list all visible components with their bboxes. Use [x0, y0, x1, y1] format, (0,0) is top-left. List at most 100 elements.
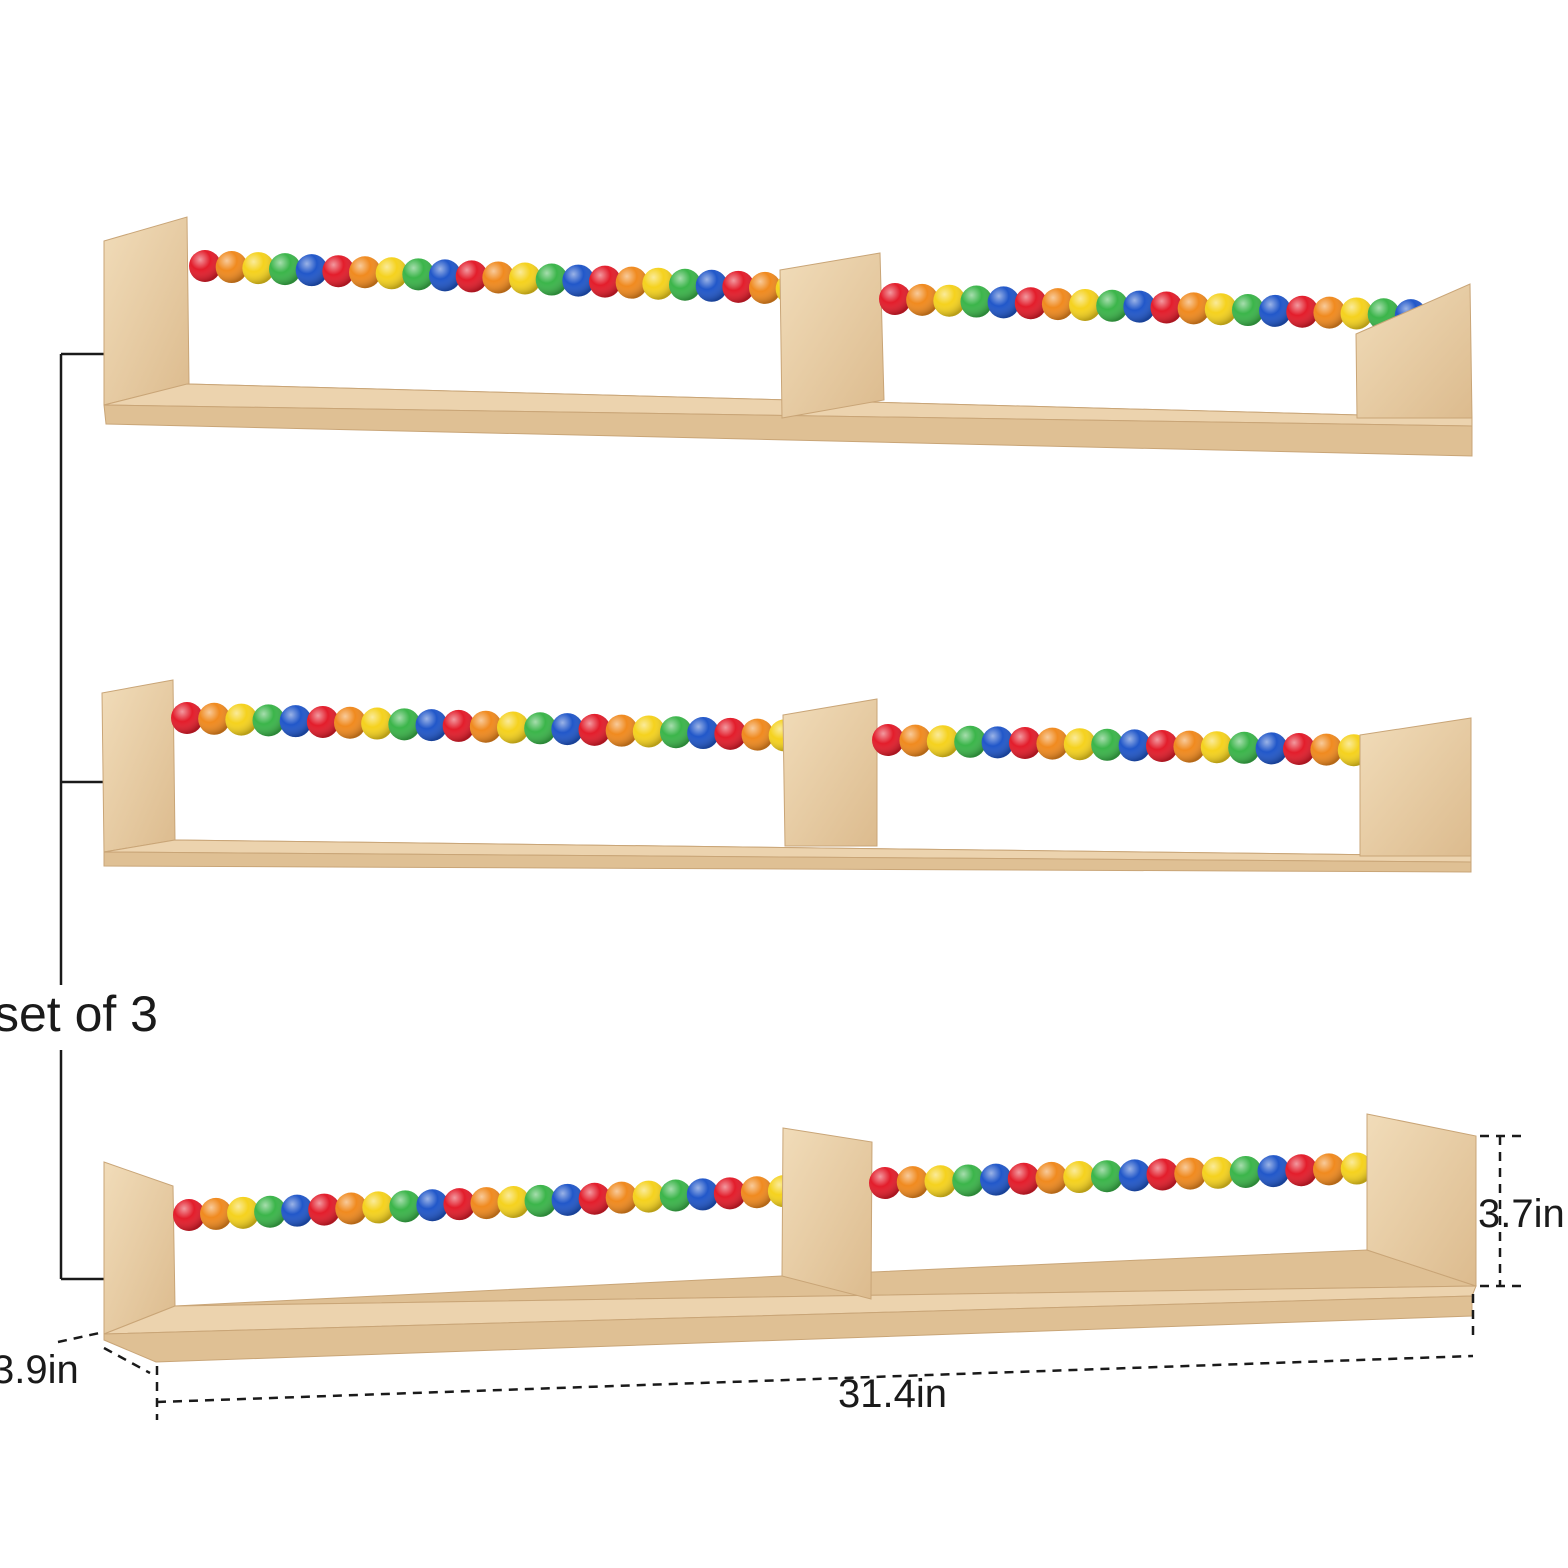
bead-highlight: [469, 710, 502, 743]
bead-highlight: [722, 270, 755, 303]
bead-highlight: [1091, 728, 1124, 761]
shelf-base-front: [103, 1295, 1473, 1363]
bead-highlight: [1035, 1161, 1068, 1194]
bead-highlight: [578, 713, 611, 746]
bead-highlight: [960, 285, 993, 318]
bead-highlight: [906, 283, 939, 316]
bead-highlight: [714, 717, 747, 750]
bead-highlight: [415, 709, 448, 742]
bead-highlight: [1091, 1160, 1123, 1193]
bead-highlight: [279, 705, 312, 738]
bead-highlight: [1313, 296, 1346, 329]
bead-highlight: [509, 262, 541, 295]
bead-highlight: [1146, 1158, 1179, 1191]
bead-highlight: [375, 257, 408, 290]
bead-highlight: [200, 1197, 233, 1230]
bead-highlight: [215, 251, 248, 284]
bead-highlight: [869, 1167, 901, 1199]
shelf-divider-panel: [779, 252, 885, 419]
bead-highlight: [879, 283, 911, 315]
bead-highlight: [470, 1187, 503, 1220]
depth-dimension-label: 3.9in: [0, 1348, 79, 1392]
bead-highlight: [416, 1189, 449, 1222]
bead-highlight: [225, 703, 258, 736]
bead-highlight: [1200, 731, 1233, 764]
bead-highlight: [198, 702, 231, 735]
shelf-left-panel: [101, 679, 176, 853]
bead-highlight: [1146, 730, 1178, 762]
bead-highlight: [740, 1176, 773, 1209]
bead-highlight: [361, 707, 394, 740]
bead-highlight: [1123, 290, 1156, 323]
bead-highlight: [926, 725, 959, 758]
bead-highlight: [562, 264, 595, 297]
bead-highlight: [1177, 292, 1210, 325]
shelf: [101, 679, 1472, 873]
bead-row-left: [189, 250, 861, 307]
shelf-base-front: [103, 851, 1472, 873]
bead-highlight: [551, 713, 584, 746]
bead-highlight: [695, 269, 728, 302]
bead-highlight: [442, 709, 475, 742]
bead-highlight: [605, 714, 638, 747]
bead-highlight: [497, 1186, 530, 1218]
bead-highlight: [1310, 733, 1343, 766]
bead-highlight: [443, 1188, 476, 1221]
bead-highlight: [933, 284, 966, 317]
shelf-left-panel: [103, 1161, 176, 1335]
bead-highlight: [687, 717, 720, 750]
bead-highlight: [578, 1182, 611, 1215]
bead-highlight: [1063, 728, 1096, 761]
bead-highlight: [295, 254, 328, 287]
bead-highlight: [1259, 294, 1292, 327]
bead-highlight: [1036, 727, 1069, 760]
shelf-left-panel: [103, 216, 190, 406]
bead-highlight: [1257, 1155, 1290, 1188]
bead-highlight: [524, 712, 557, 745]
bead-highlight: [1096, 289, 1129, 322]
bead-highlight: [632, 1180, 665, 1213]
bead-highlight: [1007, 1162, 1040, 1195]
bead-highlight: [987, 286, 1020, 319]
bead-highlight: [952, 1164, 985, 1197]
bead-highlight: [497, 711, 529, 744]
bead-highlight: [306, 705, 339, 738]
bead-row-right: [879, 283, 1454, 332]
bead-highlight: [254, 1195, 287, 1228]
bead-highlight: [872, 724, 904, 756]
shelf-right-panel: [1355, 283, 1473, 419]
bead-highlight: [981, 726, 1014, 759]
height-dimension-label: 3.7in: [1478, 1192, 1565, 1236]
bead-highlight: [1313, 1153, 1345, 1186]
bead-highlight: [1204, 293, 1237, 326]
bead-highlight: [632, 715, 665, 748]
shelf-divider-panel: [781, 1127, 873, 1300]
bead-highlight: [388, 708, 421, 741]
set-bracket: [59, 352, 104, 1281]
bead-highlight: [924, 1165, 957, 1198]
bead-highlight: [1283, 733, 1315, 765]
bead-highlight: [1150, 291, 1183, 324]
shelf: [103, 1113, 1477, 1363]
bead-highlight: [227, 1196, 260, 1229]
dimension-lines: [57, 1134, 1528, 1420]
bead-highlight: [308, 1193, 341, 1226]
shelf-right-panel: [1359, 717, 1472, 857]
bead-highlight: [615, 266, 648, 299]
bead-highlight: [1118, 1159, 1151, 1192]
bead-highlight: [1174, 1157, 1207, 1190]
shelf-right-panel: [1366, 1113, 1477, 1287]
bead-highlight: [1285, 1154, 1318, 1187]
bead-highlight: [954, 725, 987, 758]
bead-highlight: [362, 1191, 395, 1224]
bead-highlight: [642, 267, 675, 300]
bead-highlight: [660, 716, 692, 749]
width-dimension-label: 31.4in: [838, 1372, 947, 1416]
bead-highlight: [1340, 297, 1373, 330]
bead-highlight: [741, 718, 774, 751]
bead-highlight: [1286, 295, 1319, 328]
bead-highlight: [1069, 288, 1102, 321]
bead-highlight: [389, 1190, 422, 1223]
bead-highlight: [171, 702, 203, 734]
